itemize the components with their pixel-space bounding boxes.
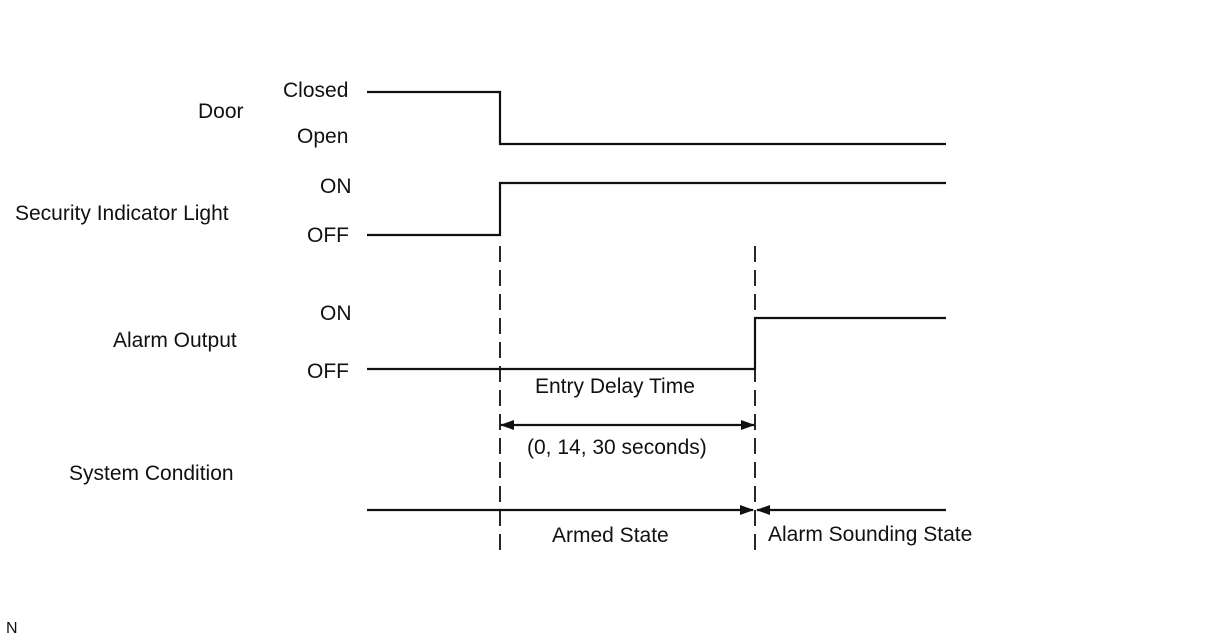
alarm-on-level: ON [320, 302, 352, 325]
armed-state-label: Armed State [552, 524, 669, 547]
entry-delay-time-label: Entry Delay Time [535, 375, 695, 398]
door-open-level: Open [297, 125, 349, 148]
footer-code: N [6, 620, 18, 637]
light-off-level: OFF [307, 224, 349, 247]
entry-delay-values-label: (0, 14, 30 seconds) [527, 436, 707, 459]
security-light-waveform [367, 181, 946, 237]
alarm-output-label: Alarm Output [113, 329, 237, 352]
door-closed-level: Closed [283, 79, 349, 102]
system-condition-label: System Condition [69, 462, 234, 485]
alarm-off-level: OFF [307, 360, 349, 383]
alarm-output-waveform [367, 316, 946, 371]
door-waveform [367, 90, 946, 146]
alarm-sounding-state-label: Alarm Sounding State [768, 523, 973, 546]
light-on-level: ON [320, 175, 352, 198]
door-signal-label: Door [198, 100, 244, 123]
security-indicator-light-label: Security Indicator Light [15, 202, 229, 225]
